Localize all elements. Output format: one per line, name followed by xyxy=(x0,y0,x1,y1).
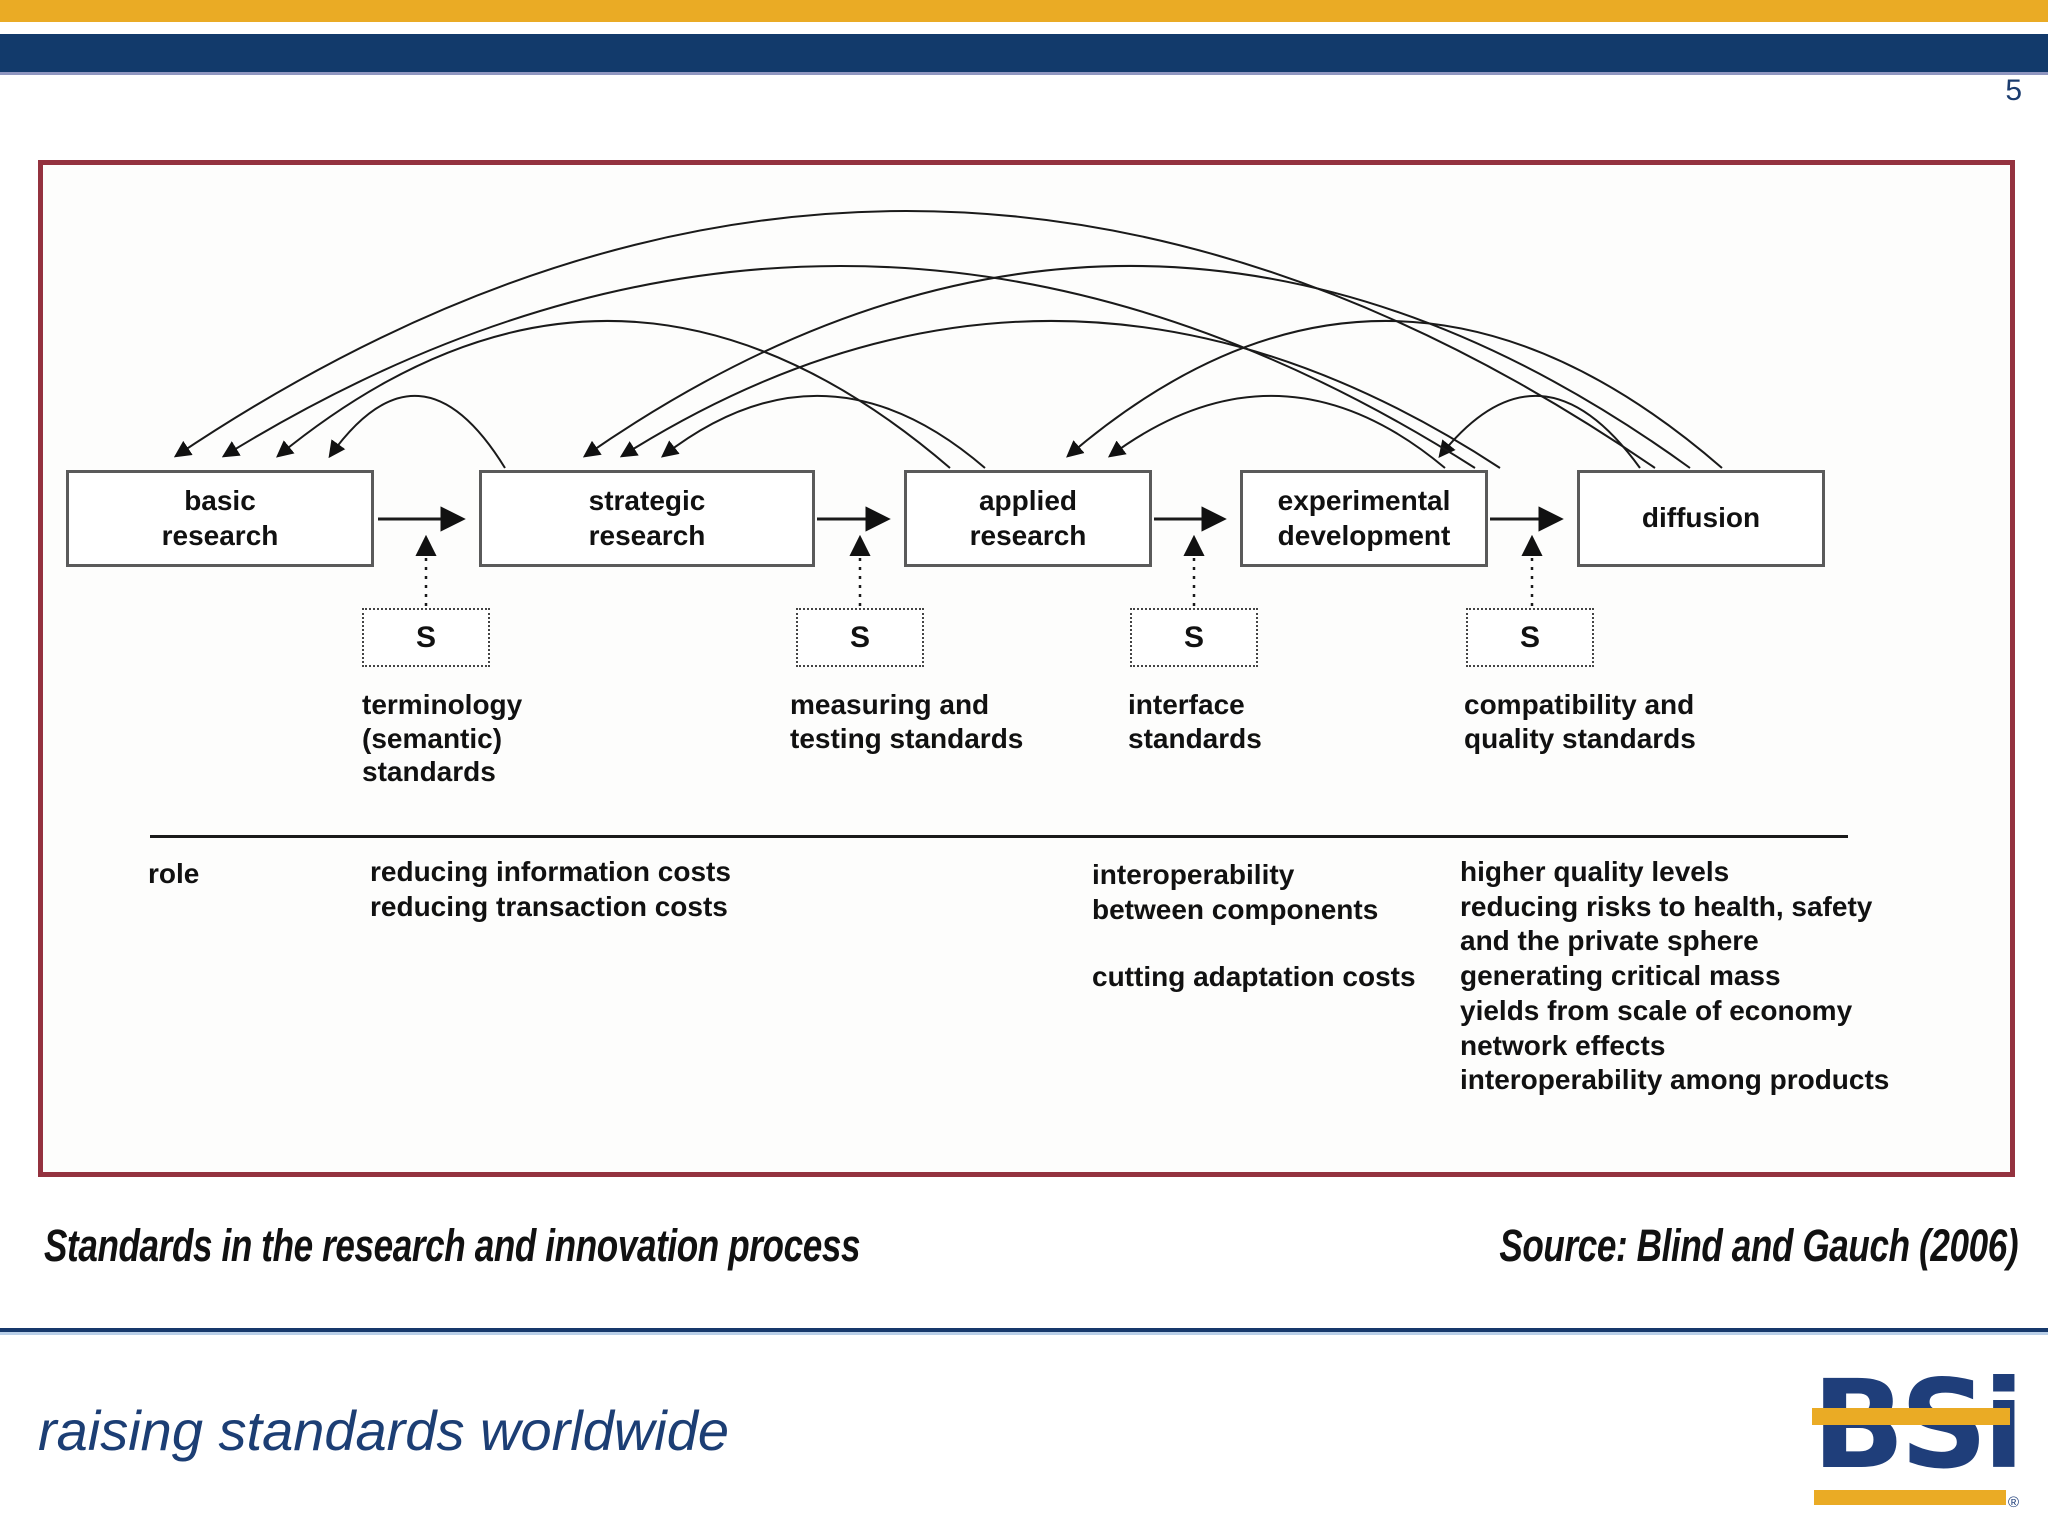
stage-box-strategic-research: strategic research xyxy=(479,470,815,567)
role-divider-line xyxy=(150,835,1848,838)
standards-box-3: S xyxy=(1130,608,1258,667)
standards-label-terminology: terminology (semantic) standards xyxy=(362,689,523,788)
standards-label-compatibility: compatibility and quality standards xyxy=(1464,689,1696,754)
figure-source: Source: Blind and Gauch (2006) xyxy=(1353,1220,2018,1272)
bsi-logo: BSi ® xyxy=(1812,1364,2025,1518)
stage-box-experimental-development: experimental development xyxy=(1240,470,1488,567)
role-text-quality-levels: higher quality levels reducing risks to … xyxy=(1460,856,1890,1096)
bsi-logo-gold-stripe xyxy=(1812,1408,2010,1425)
bsi-registered-mark: ® xyxy=(2008,1494,2020,1511)
stage-box-diffusion: diffusion xyxy=(1577,470,1825,567)
standards-label-interface: interface standards xyxy=(1128,689,1262,754)
figure-title: Standards in the research and innovation… xyxy=(44,1220,1090,1272)
page-number: 5 xyxy=(2005,74,2022,107)
bsi-logo-text: BSi xyxy=(1812,1354,2025,1496)
standards-label-measuring: measuring and testing standards xyxy=(790,689,1024,754)
footer-separator-line xyxy=(0,1328,2048,1335)
role-label: role xyxy=(148,858,200,889)
footer-tagline: raising standards worldwide xyxy=(38,1399,730,1462)
figure-title-text: Standards in the research and innovation… xyxy=(44,1220,861,1271)
role-text-information-costs: reducing information costs reducing tran… xyxy=(370,856,731,922)
standards-box-4: S xyxy=(1466,608,1594,667)
role-text-adaptation-costs: cutting adaptation costs xyxy=(1092,961,1416,992)
bsi-logo-gold-underline xyxy=(1814,1490,2006,1505)
standards-box-1: S xyxy=(362,608,490,667)
top-gold-bar xyxy=(0,0,2048,22)
stage-box-basic-research: basic research xyxy=(66,470,374,567)
top-navy-bar xyxy=(0,34,2048,75)
figure-source-text: Source: Blind and Gauch (2006) xyxy=(1499,1220,2018,1271)
stage-box-applied-research: applied research xyxy=(904,470,1152,567)
role-text-interoperability: interoperability between components xyxy=(1092,859,1379,925)
standards-box-2: S xyxy=(796,608,924,667)
